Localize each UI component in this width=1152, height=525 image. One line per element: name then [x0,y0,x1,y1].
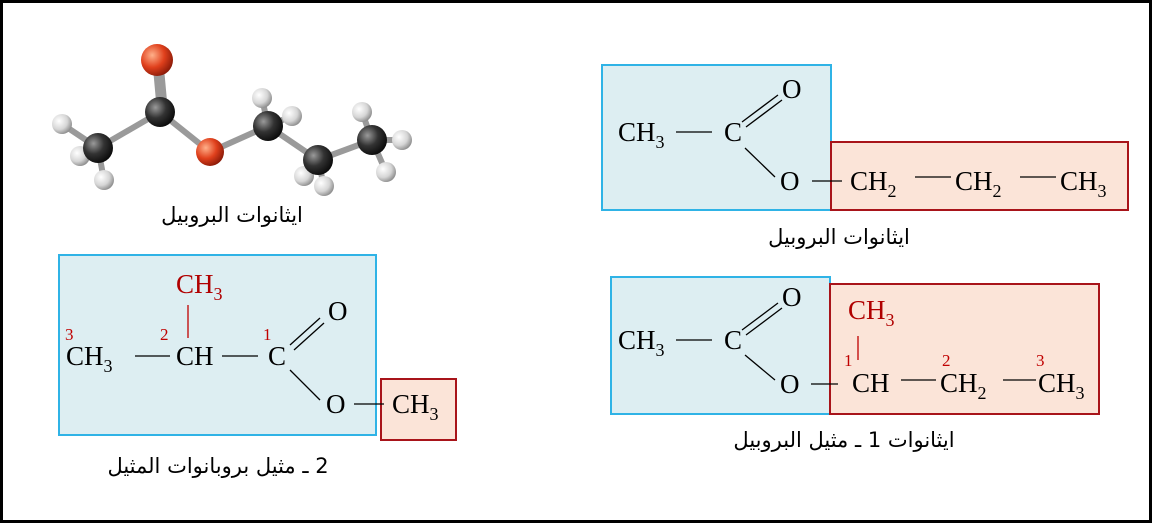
carbonyl-carbon: C [724,325,742,355]
acid-part-box [58,254,377,436]
carbon-atom [303,145,333,175]
chemistry-figure: ايثانوات البروبيل CH3 C O O CH2 CH2 CH3 … [52,44,1129,478]
carbonyl-oxygen: O [782,74,802,104]
alkyl-part-box [829,283,1100,415]
hydrogen-atom [392,130,412,150]
carbonyl-carbon: C [268,341,286,371]
carbon-number: 1 [844,351,853,370]
structure-methyl-2-methylpropanoate: CH3 3 2 1 CH3 CH C O O CH3 [58,254,457,441]
ch3-label: CH3 [618,325,665,360]
structure-c-caption: 2 ـ مثيل بروبانوات المثيل [107,454,328,478]
ch3-label: CH3 [66,341,113,376]
ch-label: CH [852,368,890,398]
hydrogen-atom [376,162,396,182]
ch2-label: CH2 [850,166,897,201]
structure-1-methylpropyl-ethanoate: CH3 C O O CH3 1 CH 2 CH2 3 CH3 [610,276,1100,415]
alkyl-part-box [380,378,457,441]
carbon-number: 2 [160,325,169,344]
acid-part-box [601,64,832,211]
carbon-number: 1 [263,325,272,344]
alkyl-part-box [830,141,1129,211]
carbon-atom [83,133,113,163]
methyl-ester-group: CH3 [392,389,439,424]
hydrogen-atom [352,102,372,122]
oxygen-atom [141,44,173,76]
methyl-branch: CH3 [176,269,223,304]
carbon-number: 3 [1036,351,1045,370]
carbonyl-oxygen: O [328,296,348,326]
carbonyl-carbon: C [724,117,742,147]
ester-oxygen: O [780,369,800,399]
model-caption: ايثانوات البروبيل [161,203,303,227]
hydrogen-atom [314,176,334,196]
hydrogen-atom [94,170,114,190]
acid-part-box [610,276,831,415]
ch-label: CH [176,341,214,371]
carbon-atom [145,97,175,127]
structure-propyl-ethanoate: CH3 C O O CH2 CH2 CH3 [601,64,1129,211]
molecule-model [52,44,412,196]
carbonyl-oxygen: O [782,282,802,312]
carbon-atom [253,111,283,141]
carbon-number: 2 [942,351,951,370]
ch3-label: CH3 [1038,368,1085,403]
ch2-label: CH2 [955,166,1002,201]
ch3-label: CH3 [618,117,665,152]
structure-a-caption: ايثانوات البروبيل [768,225,910,249]
hydrogen-atom [282,106,302,126]
methyl-branch: CH3 [848,295,895,330]
hydrogen-atom [52,114,72,134]
structure-b-caption: ايثانوات 1 ـ مثيل البروبيل [733,428,954,452]
ester-oxygen: O [326,389,346,419]
ch3-label: CH3 [1060,166,1107,201]
ester-oxygen: O [780,166,800,196]
carbon-number: 3 [65,325,74,344]
hydrogen-atom [252,88,272,108]
oxygen-atom [196,138,224,166]
carbon-atom [357,125,387,155]
ch2-label: CH2 [940,368,987,403]
